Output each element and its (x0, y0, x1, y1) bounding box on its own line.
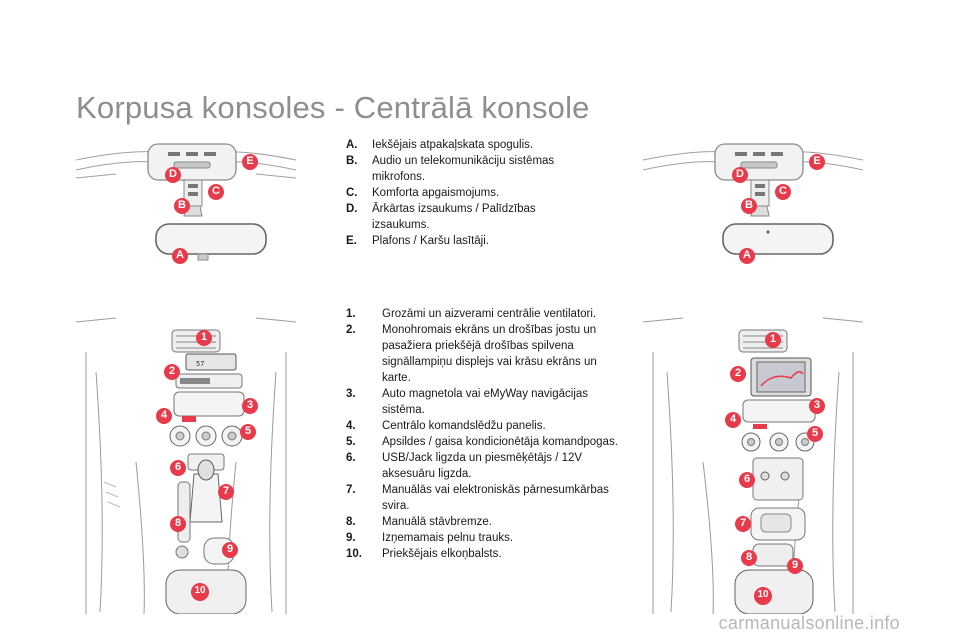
legend-key: C. (346, 187, 358, 199)
legend-item-1: 1. Grozāmi un aizverami centrālie ventila… (346, 306, 626, 322)
legend-item-2: 2. Monohromais ekrāns un drošības jostu u… (346, 322, 626, 386)
callout-4: 4 (729, 413, 737, 425)
mirror-legend: A. Iekšējais atpakaļskata spogulis. B. Aud… (346, 137, 586, 249)
legend-item-8: 8. Manuālā stāvbremze. (346, 514, 626, 530)
callout-6: 6 (174, 461, 182, 473)
legend-key: D. (346, 203, 358, 215)
legend-item-3: 3. Auto magnetola vai eMyWay navigācijas … (346, 386, 626, 418)
console-illustration-left: 57 1 2 3 4 5 6 7 8 9 10 (76, 312, 296, 614)
legend-text: Komforta apgaismojums. (372, 187, 500, 199)
legend-key: 7. (346, 484, 356, 496)
callout-D: D (169, 168, 177, 180)
legend-text: USB/Jack ligzda un piesmēķētājs / 12V ak… (382, 452, 583, 480)
legend-key: 1. (346, 308, 356, 320)
legend-key: 10. (346, 548, 362, 560)
callout-5: 5 (244, 425, 252, 437)
svg-text:57: 57 (196, 360, 204, 368)
callout-C: C (779, 185, 787, 197)
callout-E: E (813, 155, 821, 167)
callout-A: A (176, 249, 184, 261)
legend-text: Auto magnetola vai eMyWay navigācijas si… (382, 388, 589, 416)
mirror-illustration-left: D E C B A (76, 130, 296, 280)
callout-B: B (745, 199, 753, 211)
legend-item-6: 6. USB/Jack ligzda un piesmēķētājs / 12V … (346, 450, 626, 482)
legend-item-7: 7. Manuālās vai elektroniskās pārnesumkār… (346, 482, 626, 514)
legend-item-e: E. Plafons / Karšu lasītāji. (346, 233, 586, 249)
legend-key: 8. (346, 516, 356, 528)
callout-3: 3 (813, 399, 821, 411)
page-title: Korpusa konsoles - Centrālā konsole (76, 90, 590, 125)
legend-key: 5. (346, 436, 356, 448)
callout-2: 2 (734, 367, 742, 379)
legend-text: Iekšējais atpakaļskata spogulis. (372, 139, 534, 151)
callout-3: 3 (246, 399, 254, 411)
legend-text: Centrālo komandslēdžu panelis. (382, 420, 546, 432)
callout-A: A (743, 249, 751, 261)
legend-item-4: 4. Centrālo komandslēdžu panelis. (346, 418, 626, 434)
callout-10: 10 (757, 589, 769, 600)
legend-text: Izņemamais pelnu trauks. (382, 532, 514, 544)
watermark: carmanualsonline.info (718, 613, 900, 633)
legend-text: Monohromais ekrāns un drošības jostu un … (382, 324, 597, 384)
legend-item-a: A. Iekšējais atpakaļskata spogulis. (346, 137, 586, 153)
mirror-illustration-right: D E C B A (643, 130, 863, 280)
callout-5: 5 (811, 427, 819, 439)
legend-key: E. (346, 235, 357, 247)
legend-text: Audio un telekomunikāciju sistēmas mikro… (372, 155, 555, 183)
console-legend: 1. Grozāmi un aizverami centrālie ventila… (346, 306, 626, 562)
legend-text: Plafons / Karšu lasītāji. (372, 235, 489, 247)
callout-1: 1 (200, 331, 208, 343)
legend-item-10: 10. Priekšējais elkoņbalsts. (346, 546, 626, 562)
legend-key: 3. (346, 388, 356, 400)
legend-text: Manuālā stāvbremze. (382, 516, 492, 528)
callout-7: 7 (222, 485, 230, 497)
legend-text: Ārkārtas izsaukums / Palīdzības izsaukum… (372, 203, 536, 231)
callout-2: 2 (168, 365, 176, 377)
callout-9: 9 (791, 559, 799, 571)
legend-key: B. (346, 155, 358, 167)
legend-item-5: 5. Apsildes / gaisa kondicionētāja komand… (346, 434, 626, 450)
legend-text: Priekšējais elkoņbalsts. (382, 548, 502, 560)
legend-text: Manuālās vai elektroniskās pārnesumkārba… (382, 484, 609, 512)
legend-item-9: 9. Izņemamais pelnu trauks. (346, 530, 626, 546)
legend-item-d: D. Ārkārtas izsaukums / Palīdzības izsauk… (346, 201, 586, 233)
callout-C: C (212, 185, 220, 197)
legend-item-b: B. Audio un telekomunikāciju sistēmas mik… (346, 153, 586, 185)
callout-B: B (178, 199, 186, 211)
legend-key: 9. (346, 532, 356, 544)
legend-key: 6. (346, 452, 356, 464)
callout-10: 10 (194, 585, 206, 596)
legend-key: A. (346, 139, 358, 151)
callout-4: 4 (160, 409, 168, 421)
console-illustration-right: 1 2 3 4 5 6 7 8 9 10 (643, 312, 863, 614)
callout-D: D (736, 168, 744, 180)
callout-8: 8 (745, 551, 753, 563)
callout-E: E (246, 155, 254, 167)
legend-text: Apsildes / gaisa kondicionētāja komandpo… (382, 436, 618, 448)
legend-text: Grozāmi un aizverami centrālie ventilato… (382, 308, 597, 320)
callout-1: 1 (769, 333, 777, 345)
callout-8: 8 (174, 517, 182, 529)
legend-key: 4. (346, 420, 356, 432)
legend-key: 2. (346, 324, 356, 336)
callout-9: 9 (226, 543, 234, 555)
legend-item-c: C. Komforta apgaismojums. (346, 185, 586, 201)
callout-7: 7 (739, 517, 747, 529)
callout-6: 6 (743, 473, 751, 485)
